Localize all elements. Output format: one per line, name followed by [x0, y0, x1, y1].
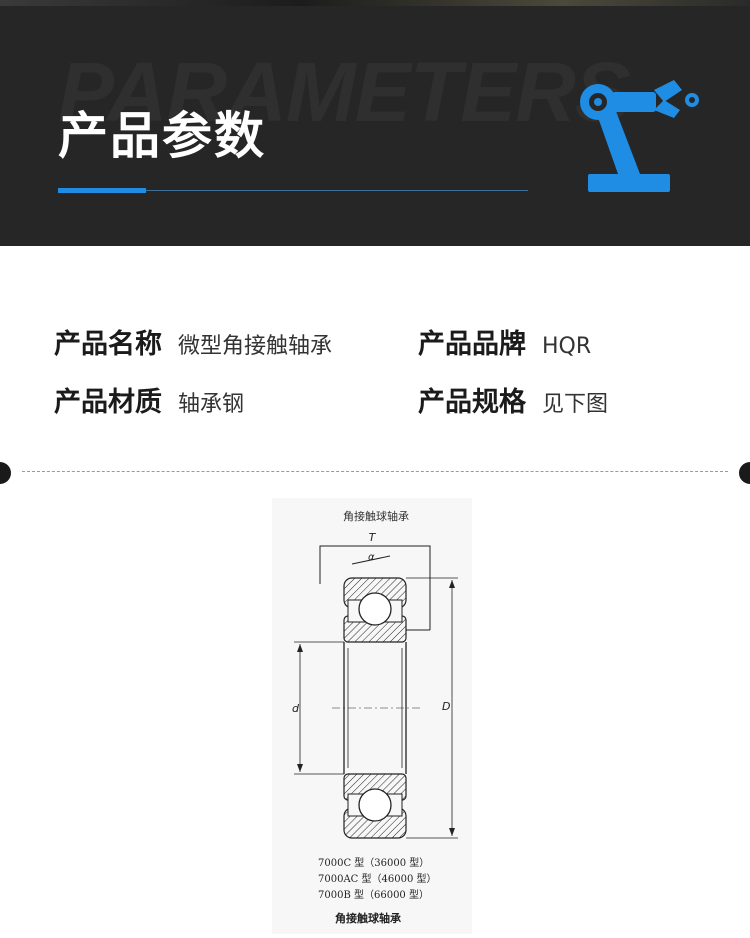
parameters-banner: PARAMETERS 产品参数	[0, 0, 750, 246]
param-label: 产品名称	[54, 329, 162, 360]
divider-line	[22, 471, 728, 472]
dashed-divider	[0, 462, 750, 484]
bearing-technical-drawing: 角接触球轴承 T α d D 7000C 型（36000 型） 7000AC 型…	[272, 498, 472, 934]
title-underline-accent	[58, 188, 146, 193]
parameters-list: 产品名称 微型角接触轴承 产品品牌 HQR 产品材质 轴承钢 产品规格 见下图	[0, 246, 750, 456]
drawing-bottom-caption: 角接触球轴承	[335, 911, 402, 925]
alpha-label: α	[368, 552, 375, 563]
type-caption: 7000AC 型（46000 型）	[318, 872, 437, 885]
d-label: d	[292, 702, 300, 715]
robot-arm-icon	[580, 80, 699, 192]
param-label: 产品品牌	[418, 329, 526, 360]
param-row-brand: 产品品牌 HQR	[418, 322, 591, 361]
param-value: 见下图	[542, 392, 609, 417]
section-title: 产品参数	[58, 107, 266, 165]
ball-top	[358, 592, 392, 626]
t-label: T	[369, 531, 377, 544]
param-row-material: 产品材质 轴承钢	[54, 380, 244, 419]
divider-dot-left	[0, 462, 11, 484]
drawing-top-caption: 角接触球轴承	[343, 509, 409, 523]
param-row-spec: 产品规格 见下图	[418, 380, 608, 419]
title-underline	[58, 190, 528, 191]
type-caption: 7000C 型（36000 型）	[318, 856, 429, 869]
param-value: 微型角接触轴承	[178, 334, 333, 359]
param-label: 产品材质	[54, 387, 162, 418]
banner-top-strip	[0, 0, 750, 6]
param-value: 轴承钢	[178, 392, 245, 417]
divider-dot-right	[739, 462, 750, 484]
t-dimension-frame	[319, 545, 431, 630]
banner-background-word: PARAMETERS	[58, 45, 631, 139]
type-caption: 7000B 型（66000 型）	[318, 888, 429, 901]
param-label: 产品规格	[418, 387, 526, 418]
ball-bottom	[358, 788, 392, 822]
param-value: HQR	[542, 334, 592, 359]
param-row-name: 产品名称 微型角接触轴承	[54, 322, 332, 361]
D-label: D	[442, 700, 450, 713]
